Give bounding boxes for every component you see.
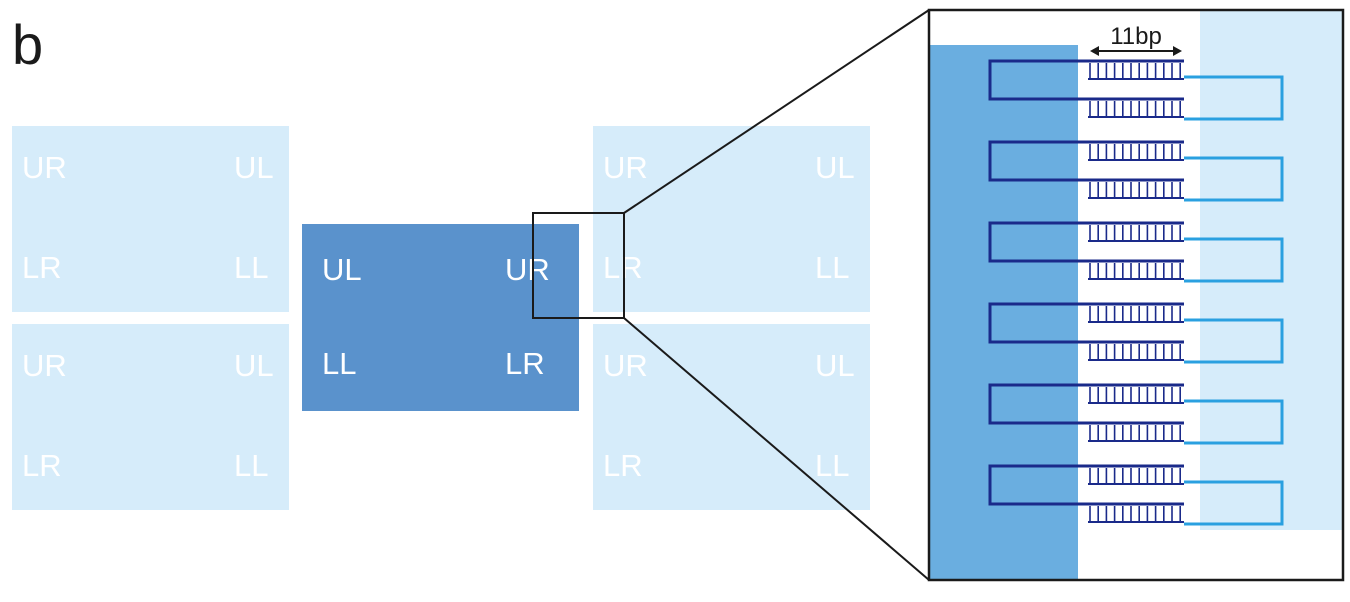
tile-label-ll: LL bbox=[322, 346, 356, 381]
tile-label-ul: UL bbox=[815, 348, 855, 383]
scale-label: 11bp bbox=[1110, 23, 1162, 50]
staple-strand-dark bbox=[988, 302, 1184, 344]
staple-strand-dark bbox=[988, 140, 1184, 182]
zoom-left-region bbox=[930, 45, 1078, 579]
staple-strand-light bbox=[1184, 237, 1284, 283]
staple-strand-dark bbox=[988, 383, 1184, 425]
zoom-panel bbox=[927, 8, 1345, 582]
tile-background bbox=[12, 126, 289, 312]
scale-arrow-right-head bbox=[1173, 46, 1182, 56]
staple-strand-light bbox=[1184, 318, 1284, 364]
tile-label-lr: LR bbox=[22, 448, 62, 483]
staple-strand-dark bbox=[988, 221, 1184, 263]
tile-label-ul: UL bbox=[234, 348, 274, 383]
tile-label-ll: LL bbox=[815, 250, 849, 285]
tile-label-lr: LR bbox=[22, 250, 62, 285]
tile-label-ur: UR bbox=[603, 150, 648, 185]
staple-strand-light bbox=[1184, 399, 1284, 445]
panel-label: b bbox=[12, 13, 43, 76]
tile-background bbox=[12, 324, 289, 510]
tile-label-lr: LR bbox=[505, 346, 545, 381]
tile-label-ul: UL bbox=[234, 150, 274, 185]
staple-strand-dark bbox=[988, 59, 1184, 101]
tile-right-top: UR UL LR LL bbox=[593, 126, 870, 312]
staple-strand-dark bbox=[988, 464, 1184, 506]
tile-label-ll: LL bbox=[234, 250, 268, 285]
tile-label-ur: UR bbox=[603, 348, 648, 383]
zoom-connector-bottom bbox=[623, 317, 930, 581]
tile-label-ul: UL bbox=[322, 252, 362, 287]
scale-indicator: 11bp bbox=[1090, 23, 1182, 56]
zoom-right-region bbox=[1200, 11, 1342, 530]
tile-background bbox=[593, 126, 870, 312]
tile-label-ll: LL bbox=[234, 448, 268, 483]
tile-label-ur: UR bbox=[22, 348, 67, 383]
tile-left-bottom: UR UL LR LL bbox=[12, 324, 289, 510]
scale-arrow-left-head bbox=[1090, 46, 1099, 56]
zoom-selection-box bbox=[532, 212, 625, 319]
strand-group bbox=[988, 59, 1284, 526]
staple-strand-light bbox=[1184, 75, 1284, 121]
zoom-panel-frame bbox=[927, 8, 1345, 582]
tile-label-ll: LL bbox=[815, 448, 849, 483]
tile-background bbox=[593, 324, 870, 510]
staple-strand-light bbox=[1184, 480, 1284, 526]
tile-label-ur: UR bbox=[505, 252, 550, 287]
tile-label-ul: UL bbox=[815, 150, 855, 185]
zoom-connector-top bbox=[623, 9, 930, 214]
tile-label-lr: LR bbox=[603, 250, 643, 285]
tile-right-bottom: UR UL LR LL bbox=[593, 324, 870, 510]
tile-left-top: UR UL LR LL bbox=[12, 126, 289, 312]
tile-label-lr: LR bbox=[603, 448, 643, 483]
staple-strand-light bbox=[1184, 156, 1284, 202]
tile-label-ur: UR bbox=[22, 150, 67, 185]
